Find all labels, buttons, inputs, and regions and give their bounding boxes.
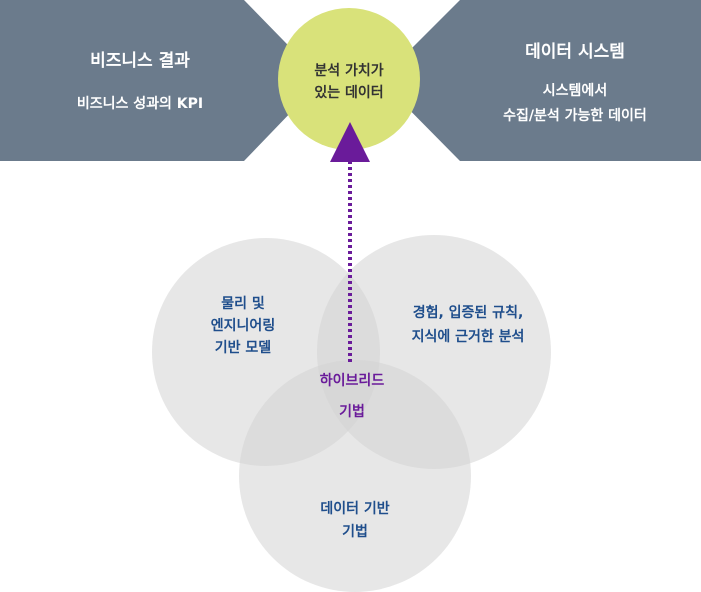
- venn-right-line1: 경험, 입증된 규칙,: [412, 305, 524, 321]
- center-label-2: 있는 데이터: [314, 85, 384, 101]
- business-result-title: 비즈니스 결과: [90, 51, 190, 71]
- hybrid-line2: 기법: [339, 404, 365, 420]
- venn-left-line2: 엔지니어링: [210, 318, 276, 334]
- venn-left-line1: 물리 및: [221, 296, 265, 312]
- hybrid-line1: 하이브리드: [319, 373, 385, 389]
- data-system-subtitle-2: 수집/분석 가능한 데이터: [503, 108, 647, 124]
- data-system-title: 데이터 시스템: [525, 42, 625, 62]
- venn-left-line3: 기반 모델: [214, 340, 272, 356]
- venn-right-line2: 지식에 근거한 분석: [411, 329, 525, 345]
- venn-bottom-line1: 데이터 기반: [320, 501, 390, 517]
- data-system-banner: [380, 0, 701, 161]
- data-system-subtitle-1: 시스템에서: [542, 83, 608, 99]
- venn-circle-data: [239, 360, 471, 592]
- center-label-1: 분석 가치가: [314, 63, 384, 79]
- business-result-subtitle: 비즈니스 성과의 KPI: [76, 96, 204, 112]
- business-result-banner: [0, 0, 322, 161]
- valuable-data-circle: [278, 8, 420, 150]
- venn-bottom-line2: 기법: [342, 524, 368, 540]
